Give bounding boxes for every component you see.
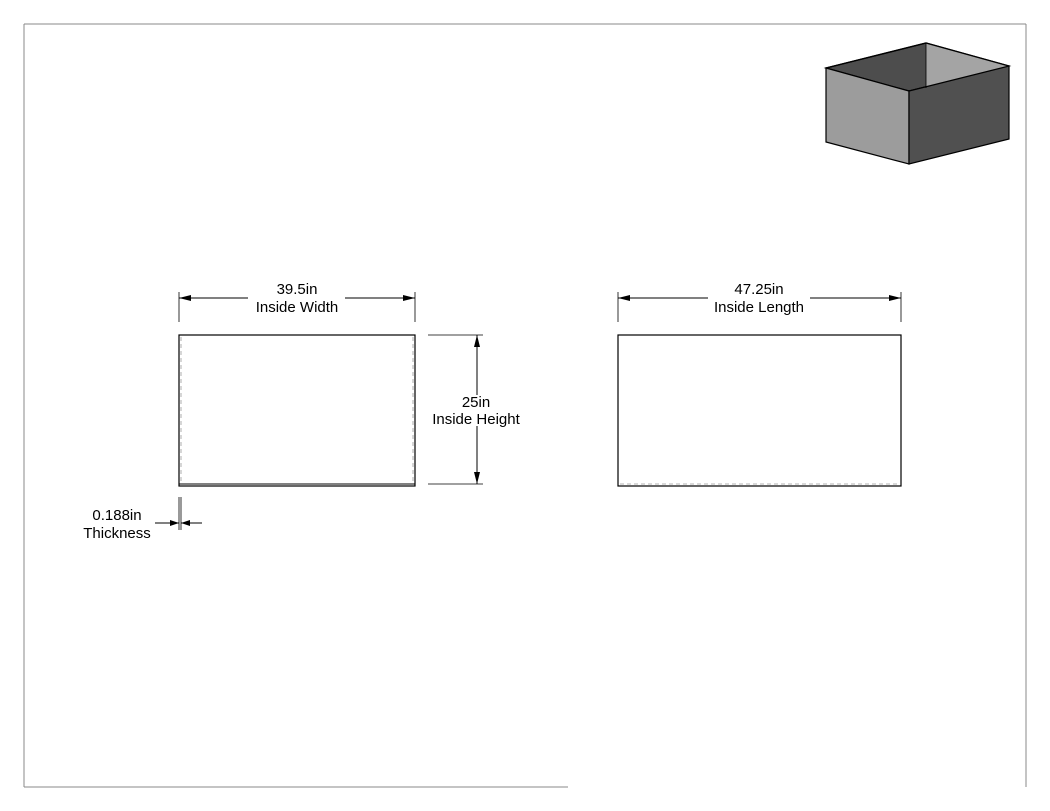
- thickness-dimension-value: 0.188in: [92, 507, 141, 524]
- front-view-outline: [178, 334, 416, 487]
- iso-inner-right-wall: [926, 43, 1009, 88]
- sheet-border: [23, 23, 1027, 788]
- width-dimension: 39.5in Inside Width: [178, 281, 416, 322]
- thickness-dimension-label: Thickness: [83, 525, 151, 542]
- length-dimension-value: 47.25in: [734, 281, 783, 298]
- height-dimension: 25in Inside Height: [428, 334, 521, 485]
- side-view-outline: [617, 334, 902, 487]
- front-view: 39.5in Inside Width 25in Inside Height 0…: [83, 281, 520, 542]
- width-dimension-label: Inside Width: [256, 299, 339, 316]
- height-dimension-value: 25in: [462, 394, 490, 411]
- length-dimension-label: Inside Length: [714, 299, 804, 316]
- isometric-box-view: [823, 42, 1012, 165]
- width-dimension-value: 39.5in: [277, 281, 318, 298]
- iso-side-face: [908, 65, 1010, 165]
- thickness-dimension: 0.188in Thickness: [83, 497, 202, 542]
- height-dimension-label: Inside Height: [432, 411, 520, 428]
- length-dimension: 47.25in Inside Length: [617, 281, 902, 322]
- side-view: 47.25in Inside Length: [617, 281, 902, 487]
